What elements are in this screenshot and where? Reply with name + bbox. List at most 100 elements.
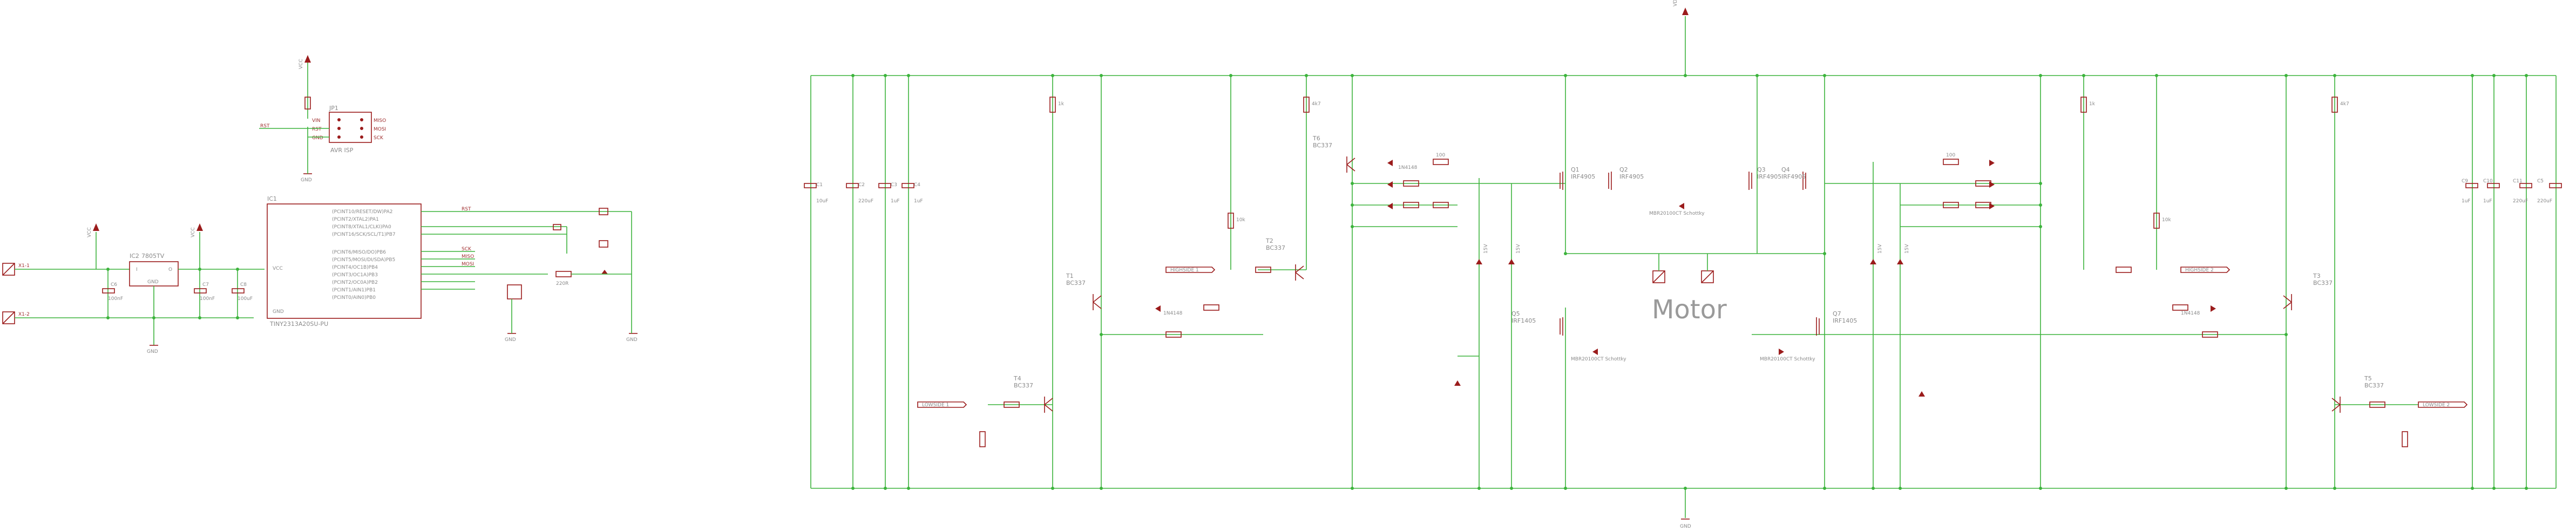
q5-part: IRF1405 — [1511, 317, 1536, 324]
ic1-pin-7: (PCINT3/OC1A)PB3 — [332, 272, 378, 278]
bjt-t1: T1 BC337 — [1066, 272, 1102, 310]
c8-ref: C8 — [240, 282, 247, 288]
c2-ref: C2 — [858, 182, 865, 188]
r-4k7-a: 4k7 — [1312, 101, 1321, 107]
jp1-pin-gnd: GND — [312, 135, 323, 141]
d-1n4148-b: 1N4148 — [1398, 165, 1418, 170]
c6-value: 100nF — [108, 296, 123, 302]
ic2-part: 7805TV — [141, 253, 165, 260]
ic1-net-miso: MISO — [462, 254, 474, 260]
ic1-pin-gnd: GND — [273, 309, 284, 315]
d-1n4148-c: 1N4148 — [2181, 311, 2200, 316]
gnd-label-a: GND — [147, 349, 158, 354]
c11-value: 220uF — [2513, 199, 2528, 204]
c2-value: 220uF — [858, 199, 873, 204]
q1-ref: Q1 — [1571, 166, 1580, 173]
c1-ref: C1 — [816, 182, 823, 188]
schottky-a: MBR20100CT Schottky — [1571, 357, 1626, 362]
c4-value: 1uF — [914, 199, 923, 204]
ic1-ref: IC1 — [267, 195, 277, 202]
net-lowside-2: LOWSIDE 2 — [2423, 403, 2450, 408]
bjt-t4: T4 BC337 — [1013, 375, 1053, 413]
c5-ref: C5 — [2537, 179, 2544, 184]
t4-part: BC337 — [1014, 382, 1033, 389]
mcu-ic1: IC1 TINY2313A20SU-PU VCC GND (PCINT10/RE… — [267, 195, 567, 328]
ic2-pin-o: O — [168, 267, 172, 272]
bridge-caps-left: C1 10uF C2 220uF C3 1uF C4 1uF — [804, 76, 923, 488]
q1-part: IRF4905 — [1571, 173, 1595, 180]
c9-value: 1uF — [2462, 199, 2471, 204]
jp1-ref: JP1 — [329, 105, 338, 112]
t4-ref: T4 — [1013, 375, 1021, 382]
ic1-part: TINY2313A20SU-PU — [269, 320, 328, 328]
junction-dots — [106, 74, 2528, 490]
t1-part: BC337 — [1066, 279, 1086, 287]
q4-ref: Q4 — [1781, 166, 1790, 173]
gnd-symbol-bottom: GND — [1680, 519, 1691, 529]
ic1-net-rst: RST — [462, 207, 471, 212]
net-highside-1: HIGHSIDE 1 — [1170, 268, 1199, 273]
bjt-t2: T2 BC337 — [1265, 237, 1304, 281]
r-100-a: 100 — [1436, 153, 1445, 158]
crystal-led: 220R — [507, 208, 632, 333]
t5-ref: T5 — [2364, 375, 2372, 382]
q3-part: IRF4905 — [1757, 173, 1781, 180]
c7-value: 100nF — [200, 296, 215, 302]
jp1-pin-miso: MISO — [374, 118, 386, 124]
zener-b: 15V — [1516, 244, 1521, 254]
q3-ref: Q3 — [1757, 166, 1766, 173]
ic1-net-sck: SCK — [462, 247, 472, 252]
r-4k7-b: 4k7 — [2340, 101, 2349, 107]
ic1-pin-2: (PCINT8/XTAL1/CLKI)PA0 — [332, 224, 391, 230]
ic1-pin-10: (PCINT0/AIN0)PB0 — [332, 295, 376, 301]
c10-value: 1uF — [2483, 199, 2492, 204]
c9-ref: C9 — [2462, 179, 2468, 184]
q2-ref: Q2 — [1619, 166, 1628, 173]
c4-ref: C4 — [914, 182, 920, 188]
input-connectors: X1-1 X1-2 — [2, 263, 254, 324]
q7-part: IRF1405 — [1833, 317, 1857, 324]
c10-ref: C10 — [2483, 179, 2493, 184]
q7-ref: Q7 — [1833, 310, 1841, 317]
vcc-label-b: VCC — [191, 227, 196, 237]
jp1-pin-vin: VIN — [312, 118, 321, 124]
q2-part: IRF4905 — [1619, 173, 1644, 180]
q5-ref: Q5 — [1511, 310, 1520, 317]
ic1-pin-5: (PCINT5/MOSI/DI/SDA)PB5 — [332, 257, 395, 263]
c7-ref: C7 — [202, 282, 209, 288]
ic2-pin-i: I — [136, 267, 138, 272]
jp1-pin-sck: SCK — [374, 135, 384, 141]
gnd-label-d: GND — [626, 337, 638, 343]
ic2-pin-gnd: GND — [147, 279, 159, 285]
ic1-pin-1: (PCINT2/XTAL2)PA1 — [332, 217, 379, 222]
ic1-net-mosi: MOSI — [462, 262, 474, 267]
c1-value: 10uF — [816, 199, 828, 204]
left-driver: 1k 10k 4k7 100 T1 BC337 T2 BC337 T4 BC33… — [917, 76, 1825, 488]
ic1-pin-6: (PCINT4/OC1B)PB4 — [332, 265, 378, 270]
ic1-pin-3: (PCINT16/SCK/SCL/T1)PB7 — [332, 232, 396, 237]
net-lowside-1: LOWSIDE 1 — [922, 403, 949, 408]
mosfet-q5: Q5 IRF1405 — [1511, 310, 1563, 336]
x1-2-label: X1-2 — [18, 312, 30, 317]
ic2-ref: IC2 — [130, 253, 139, 260]
c5-value: 220uF — [2537, 199, 2552, 204]
jp1-name: AVR ISP — [330, 147, 354, 154]
c6-ref: C6 — [111, 282, 117, 288]
c3-ref: C3 — [891, 182, 897, 188]
vcc-symbols: VCC VCC VCC — [87, 55, 311, 237]
vcc-label-a: VCC — [87, 227, 92, 237]
c3-value: 1uF — [891, 199, 900, 204]
mosfet-q3: Q3 IRF4905 — [1748, 166, 1781, 190]
bjt-t5: T5 BC337 — [2331, 375, 2384, 413]
q4-part: IRF4905 — [1781, 173, 1806, 180]
motor-connectors — [1652, 254, 1714, 283]
t2-ref: T2 — [1265, 237, 1273, 244]
bjt-t6: T6 BC337 — [1312, 135, 1355, 173]
c8-value: 100uF — [238, 296, 253, 302]
zener-a: 15V — [1483, 244, 1489, 254]
isp-header-jp1: JP1 AVR ISP VIN RST GND MISO MOSI SCK RS… — [259, 63, 386, 174]
reg-caps: C6 100nF C7 100nF C8 100uF — [102, 282, 253, 302]
vdd-label: VDD — [1673, 0, 1678, 6]
t2-part: BC337 — [1266, 244, 1285, 251]
